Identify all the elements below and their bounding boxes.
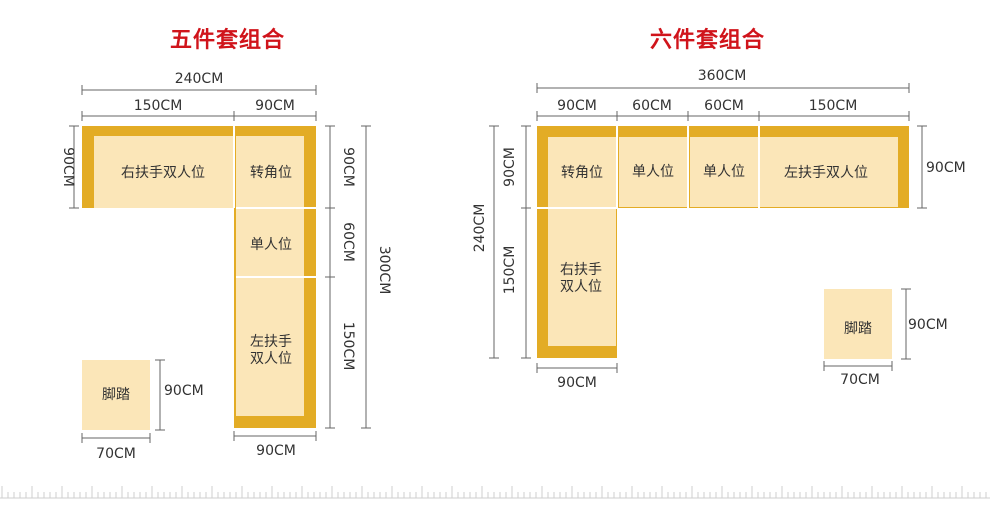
six-ottoman [824, 289, 892, 359]
five-ottoman-height-label: 90CM [164, 383, 204, 399]
five-single-label: 单人位 [250, 237, 292, 253]
five-left-armrest-double-label-1: 左扶手 [250, 334, 292, 350]
six-ottoman-height-label: 90CM [908, 317, 948, 333]
six-seg3-width-label: 60CM [704, 98, 744, 114]
five-single-seat [236, 209, 304, 276]
six-right-height-label: 90CM [926, 160, 966, 176]
six-right-armrest-double-label-2: 双人位 [560, 279, 602, 295]
six-single-seat-1 [619, 137, 687, 207]
six-seg2-width-label: 60CM [632, 98, 672, 114]
six-left-bottom-height-label: 150CM [502, 246, 518, 295]
five-ottoman-label: 脚踏 [102, 387, 130, 403]
five-seg1-width-label: 150CM [134, 98, 183, 114]
five-corner-seat [236, 136, 304, 207]
ruler-strip [0, 486, 990, 499]
six-right-armrest-double-label-1: 右扶手 [560, 262, 602, 278]
five-ottoman [82, 360, 150, 430]
five-total-height-label: 300CM [376, 246, 392, 295]
six-ottoman-dims [823, 288, 911, 371]
six-corner-label: 转角位 [561, 165, 603, 181]
five-left-height-label: 90CM [60, 147, 76, 187]
five-seg2-width-label: 90CM [255, 98, 295, 114]
six-bottom-width-label: 90CM [557, 375, 597, 391]
five-left-armrest-double-label-2: 双人位 [250, 351, 292, 367]
six-total-width-label: 360CM [698, 68, 747, 84]
five-ottoman-width-label: 70CM [96, 446, 136, 462]
six-right-armrest-double-seat [548, 209, 616, 346]
six-left-armrest-double-seat [760, 137, 898, 207]
six-ottoman-label: 脚踏 [844, 321, 872, 337]
five-bottom-width-label: 90CM [256, 443, 296, 459]
five-total-width-label: 240CM [175, 71, 224, 87]
six-seg1-width-label: 90CM [557, 98, 597, 114]
five-r1-height-label: 90CM [340, 147, 356, 187]
six-seg4-width-label: 150CM [809, 98, 858, 114]
five-piece-title: 五件套组合 [170, 28, 286, 53]
six-corner-seat [548, 137, 616, 207]
six-piece-title: 六件套组合 [650, 28, 766, 53]
six-total-height-label: 240CM [472, 204, 488, 253]
five-left-armrest-double-seat [236, 278, 304, 416]
five-right-armrest-double-seat [94, 136, 233, 208]
six-piece-diagram: 转角位 单人位 单人位 左扶手双人位 右扶手 双人位 360CM 90CM 60… [472, 68, 966, 391]
five-ottoman-dims [81, 359, 165, 443]
five-dimension-lines [69, 85, 371, 441]
six-left-top-height-label: 90CM [502, 147, 518, 187]
five-r2-height-label: 60CM [340, 222, 356, 262]
six-single-seat-2 [690, 137, 758, 207]
six-single-label-2: 单人位 [703, 164, 745, 180]
five-right-armrest-double-label: 右扶手双人位 [121, 165, 205, 181]
six-dimension-lines [489, 83, 927, 373]
five-corner-label: 转角位 [250, 165, 292, 181]
five-piece-diagram: 右扶手双人位 转角位 单人位 左扶手 双人位 240CM 150CM 90CM … [60, 71, 392, 462]
six-ottoman-width-label: 70CM [840, 372, 880, 388]
five-r3-height-label: 150CM [340, 322, 356, 371]
six-left-armrest-double-label: 左扶手双人位 [784, 165, 868, 181]
six-single-label-1: 单人位 [632, 164, 674, 180]
